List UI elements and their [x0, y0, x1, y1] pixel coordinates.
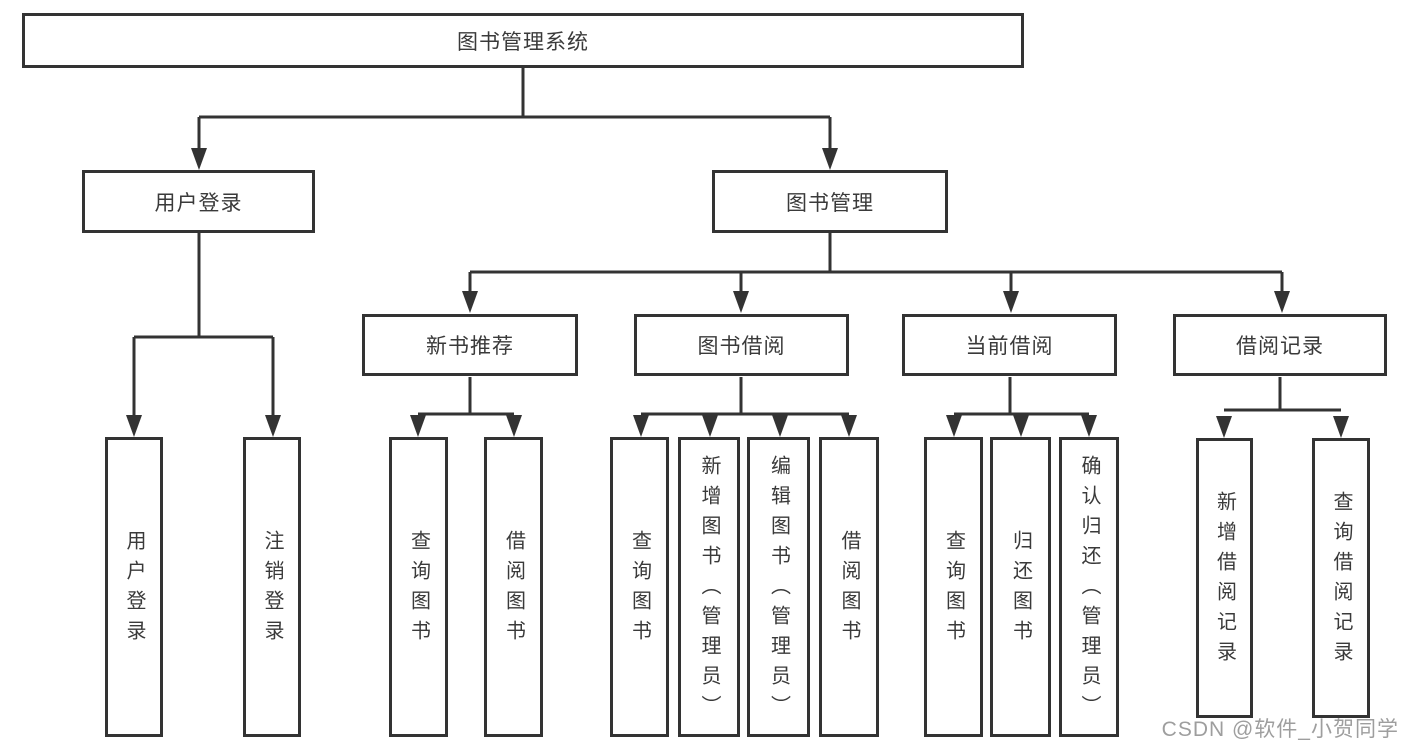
connector-userlogin-to-leaves: [132, 233, 275, 415]
node-book-management: 图书管理: [712, 170, 948, 233]
connector-newbook-to-leaves: [418, 377, 514, 416]
leaf-edit-book-admin: 编辑图书（管理员）: [747, 437, 810, 737]
leaf-query-book-borrow: 查询图书: [610, 437, 669, 737]
leaf-query-book-recommend: 查询图书: [389, 437, 448, 737]
leaf-return-book: 归还图书: [990, 437, 1051, 737]
node-library-management-system: 图书管理系统: [22, 13, 1024, 68]
leaf-borrow-book: 借阅图书: [819, 437, 879, 737]
connector-bookmgmt-to-level2: [468, 233, 1284, 291]
leaf-logout: 注销登录: [243, 437, 301, 737]
node-user-login: 用户登录: [82, 170, 315, 233]
csdn-watermark: CSDN @软件_小贺同学: [1161, 718, 1399, 741]
connector-currentborrow-to-leaves: [954, 377, 1089, 416]
leaf-query-borrow-record: 查询借阅记录: [1312, 438, 1370, 718]
node-current-borrow: 当前借阅: [902, 314, 1117, 376]
leaf-add-book-admin: 新增图书（管理员）: [678, 437, 740, 737]
leaf-query-book-current: 查询图书: [924, 437, 983, 737]
node-borrow-record: 借阅记录: [1173, 314, 1387, 376]
node-book-borrow: 图书借阅: [634, 314, 849, 376]
connector-bookborrow-to-leaves: [641, 377, 849, 416]
leaf-user-login: 用户登录: [105, 437, 163, 737]
connector-root-to-level1: [197, 68, 832, 150]
leaf-add-borrow-record: 新增借阅记录: [1196, 438, 1253, 718]
node-new-book-recommend: 新书推荐: [362, 314, 578, 376]
leaf-confirm-return-admin: 确认归还（管理员）: [1059, 437, 1119, 737]
connector-borrowrecord-to-leaves: [1224, 377, 1341, 412]
arrowheads: [126, 148, 1349, 438]
leaf-borrow-book-recommend: 借阅图书: [484, 437, 543, 737]
